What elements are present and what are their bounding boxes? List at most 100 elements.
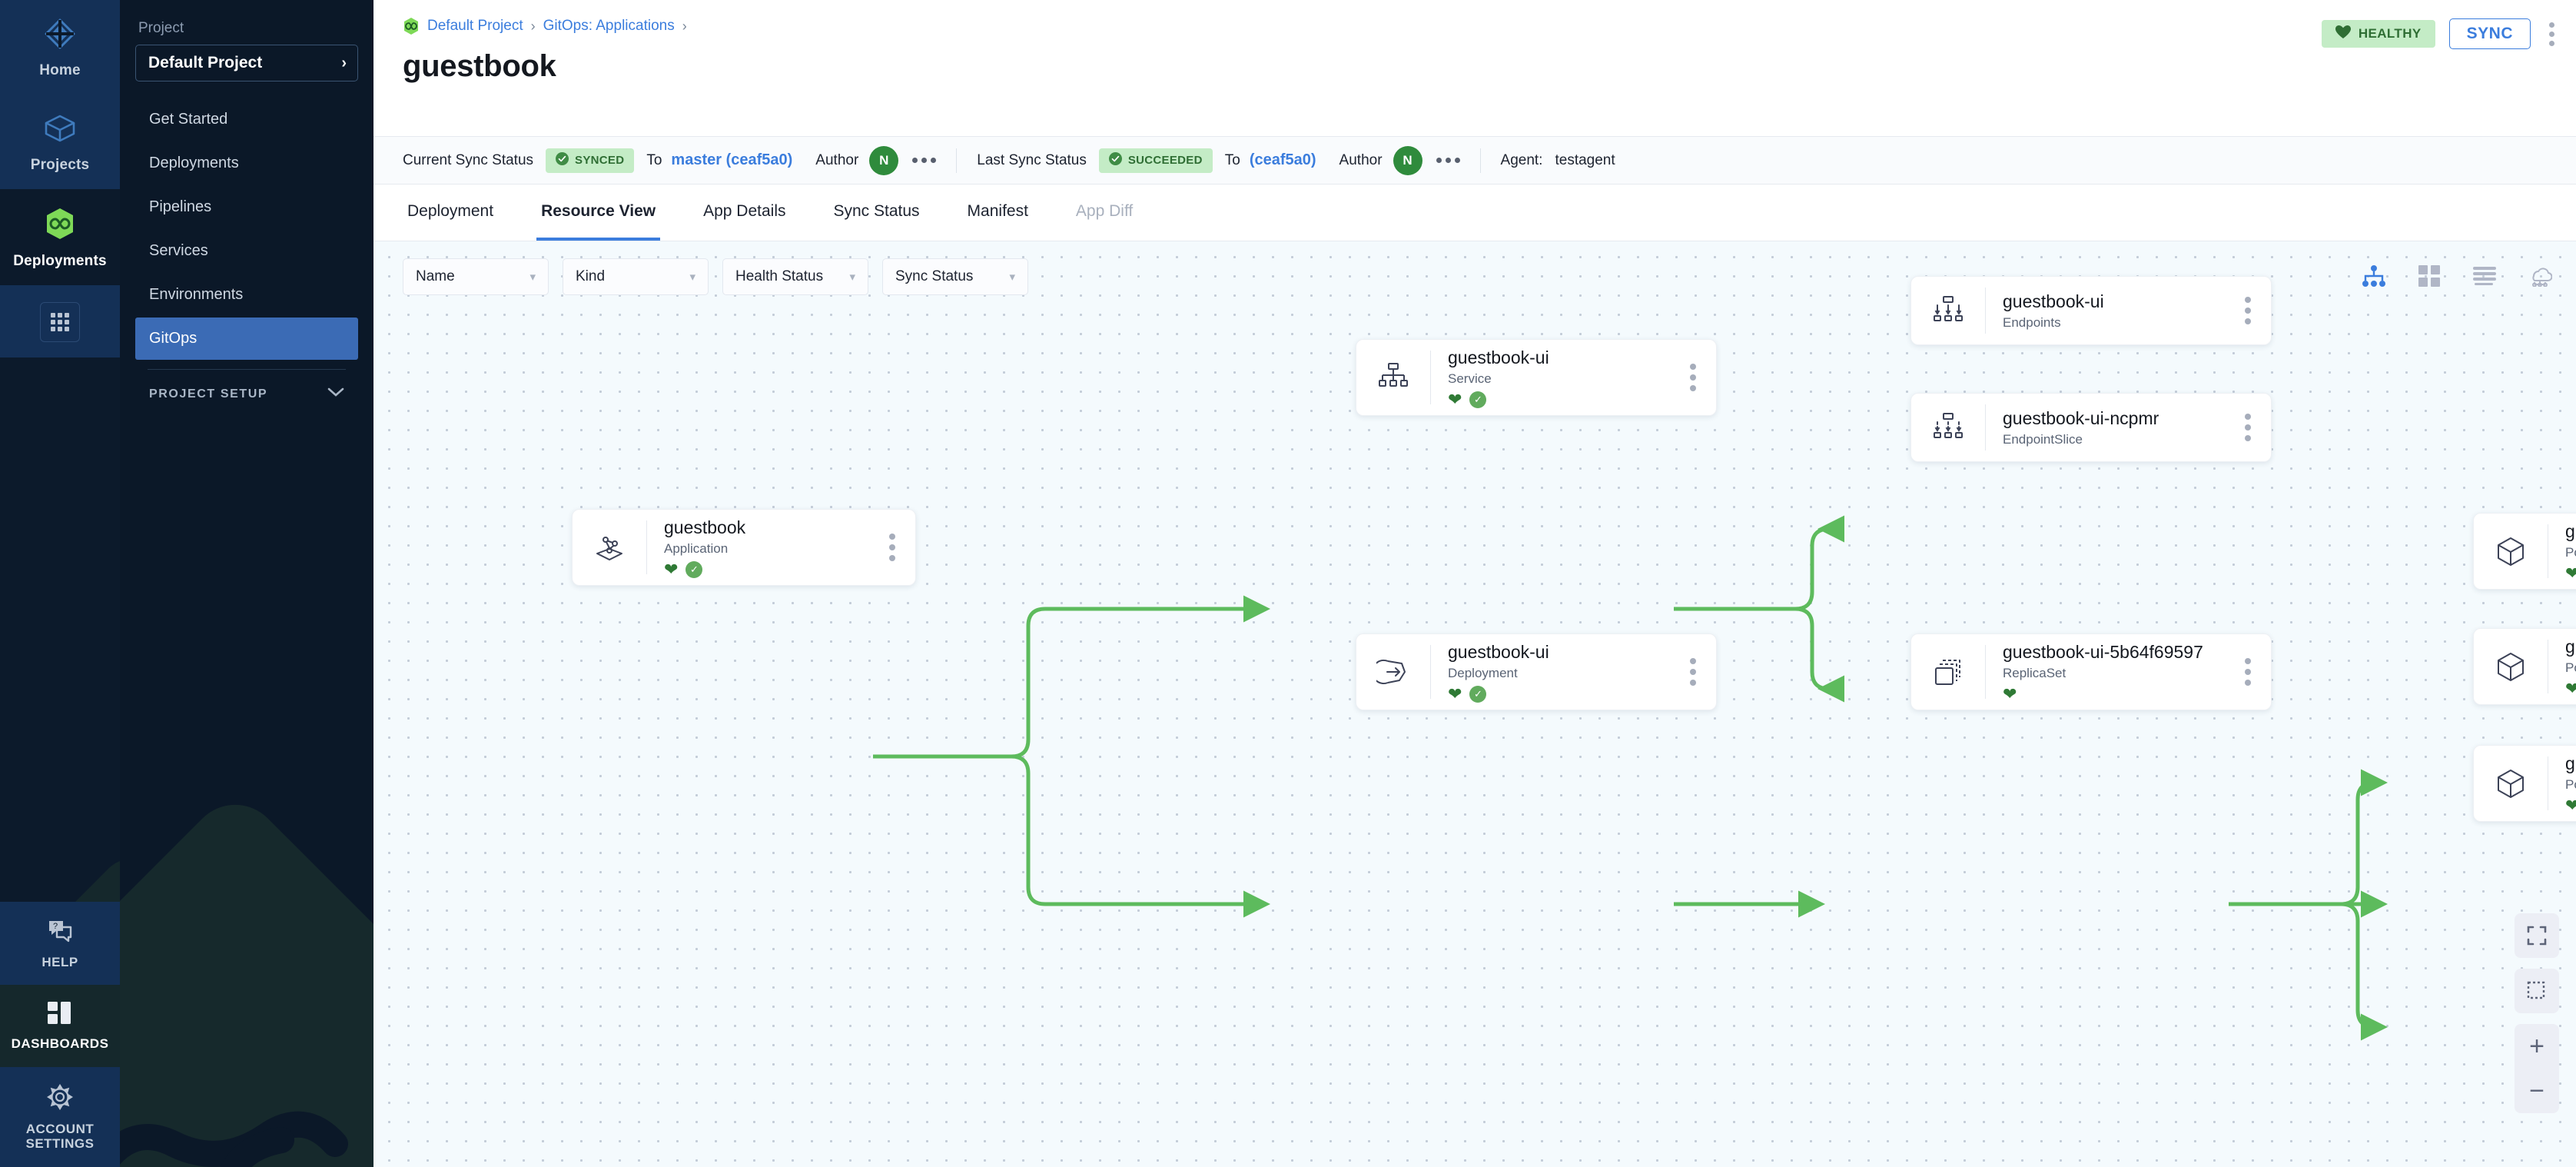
rail-item-label: Projects <box>30 156 90 173</box>
sidebar-item-get-started[interactable]: Get Started <box>135 98 358 141</box>
graph-node-pod-3[interactable]: guestbook-ui-5b64f6959… Pod ❤ <box>2473 745 2576 822</box>
node-more-menu-icon[interactable] <box>1670 364 1716 391</box>
tab-app-diff: App Diff <box>1075 201 1134 220</box>
sidebar-item-services[interactable]: Services <box>135 230 358 272</box>
breadcrumb-item-gitops-applications[interactable]: GitOps: Applications <box>543 18 675 34</box>
filter-health-status[interactable]: Health Status ▾ <box>722 258 868 295</box>
node-name: guestbook-ui <box>1448 347 1549 367</box>
filter-kind[interactable]: Kind ▾ <box>563 258 709 295</box>
current-sync-more-icon[interactable] <box>912 158 937 163</box>
node-more-menu-icon[interactable] <box>2225 658 2271 686</box>
tab-app-details[interactable]: App Details <box>703 201 786 220</box>
sidebar-item-environments[interactable]: Environments <box>135 274 358 316</box>
last-sync-status-chip: SUCCEEDED <box>1098 148 1213 173</box>
rail-item-help[interactable]: ? HELP <box>0 901 120 986</box>
current-author-avatar[interactable]: N <box>869 145 899 175</box>
sidebar-item-deployments[interactable]: Deployments <box>135 142 358 185</box>
list-view-icon[interactable] <box>2471 263 2498 289</box>
rail-item-home[interactable]: Home <box>0 0 120 95</box>
graph-node-endpointslice[interactable]: guestbook-ui-ncpmr EndpointSlice <box>1910 393 2272 462</box>
node-text: guestbook-ui Endpoints <box>1986 291 2225 331</box>
resource-graph-canvas[interactable]: Name ▾ Kind ▾ Health Status ▾ Sync Statu… <box>373 241 2576 1167</box>
node-more-menu-icon[interactable] <box>1670 658 1716 686</box>
sidebar-item-label: Get Started <box>149 111 228 128</box>
grid-view-icon[interactable] <box>2416 263 2442 289</box>
node-name: guestbook-ui-5b64f69597 <box>2003 641 2203 662</box>
node-kind: Pod <box>2565 776 2576 792</box>
breadcrumb-separator: › <box>530 18 536 34</box>
sync-button[interactable]: SYNC <box>2448 18 2531 49</box>
tab-resource-view[interactable]: Resource View <box>536 185 661 241</box>
graph-node-endpoints[interactable]: guestbook-ui Endpoints <box>1910 276 2272 345</box>
graph-node-application[interactable]: guestbook Application ❤ ✓ <box>572 509 916 586</box>
rail-item-account-settings[interactable]: ACCOUNT SETTINGS <box>0 1066 120 1167</box>
icon-rail: Home Projects Deployments <box>0 0 120 1167</box>
fit-screen-icon[interactable] <box>2515 913 2559 958</box>
network-cloud-view-icon[interactable] <box>2527 263 2553 289</box>
graph-node-service[interactable]: guestbook-ui Service ❤ ✓ <box>1356 339 1717 416</box>
zoom-out-glyph: − <box>2529 1076 2544 1105</box>
filter-label: Kind <box>576 268 606 284</box>
last-sync-status-text: SUCCEEDED <box>1127 154 1203 167</box>
rail-item-dashboards[interactable]: DASHBOARDS <box>0 985 120 1067</box>
header-more-menu-icon[interactable] <box>2544 19 2559 49</box>
node-status: ❤ ✓ <box>1448 685 1670 703</box>
node-more-menu-icon[interactable] <box>869 534 915 561</box>
zoom-out-icon[interactable]: − <box>2515 1069 2559 1113</box>
sidebar-decoration-swirl <box>120 1111 348 1167</box>
rail-item-apps[interactable] <box>0 284 120 357</box>
last-sync-more-icon[interactable] <box>1436 158 1460 163</box>
endpoints-icon <box>1911 294 1985 327</box>
synced-check-icon: ✓ <box>1469 685 1487 703</box>
last-sync-target-link[interactable]: (ceaf5a0) <box>1249 151 1316 168</box>
sidebar-section-project-setup[interactable]: PROJECT SETUP <box>135 379 358 409</box>
current-sync-status-label: Current Sync Status <box>403 151 534 168</box>
sidebar-item-gitops[interactable]: GitOps <box>135 318 358 360</box>
last-author-avatar[interactable]: N <box>1393 145 1422 175</box>
graph-node-pod-2[interactable]: guestbook-ui-5b64f6959… Pod ❤ <box>2473 628 2576 705</box>
filter-sync-status[interactable]: Sync Status ▾ <box>882 258 1028 295</box>
node-kind: Deployment <box>1448 665 1518 680</box>
page-title: guestbook <box>403 49 556 83</box>
agent-value: testagent <box>1555 151 1615 168</box>
zoom-in-icon[interactable]: + <box>2515 1024 2559 1069</box>
rail-item-deployments[interactable]: Deployments <box>0 189 120 285</box>
heart-icon: ❤ <box>2565 795 2576 815</box>
node-name: guestbook-ui-5b64f6959… <box>2565 636 2576 657</box>
rail-item-label: DASHBOARDS <box>11 1036 109 1052</box>
heart-icon: ❤ <box>664 559 679 579</box>
graph-view-icon[interactable] <box>2361 263 2387 289</box>
rail-top-items: Home Projects Deployments <box>0 0 120 357</box>
node-more-menu-icon[interactable] <box>2225 414 2271 441</box>
rail-item-projects[interactable]: Projects <box>0 94 120 189</box>
graph-node-deployment[interactable]: guestbook-ui Deployment ❤ ✓ <box>1356 633 1717 710</box>
current-sync-status-chip: SYNCED <box>546 148 635 173</box>
current-author-label: Author <box>815 151 859 168</box>
tab-sync-status[interactable]: Sync Status <box>833 201 920 220</box>
breadcrumb-item-default-project[interactable]: Default Project <box>427 18 523 34</box>
rail-bottom-items: ? HELP DASHBOARDS <box>0 901 120 1167</box>
project-label: Project <box>138 20 184 36</box>
deployment-icon <box>1356 655 1430 689</box>
breadcrumb-separator: › <box>682 18 687 34</box>
select-area-icon[interactable] <box>2515 969 2559 1013</box>
node-more-menu-icon[interactable] <box>2225 297 2271 324</box>
graph-node-replicaset[interactable]: guestbook-ui-5b64f69597 ReplicaSet ❤ <box>1910 633 2272 710</box>
node-text: guestbook-ui-5b64f6959… Pod ❤ <box>2548 521 2576 582</box>
pod-icon <box>2474 767 2548 800</box>
heart-icon: ❤ <box>2565 563 2576 583</box>
current-sync-target-link[interactable]: master (ceaf5a0) <box>671 151 793 168</box>
sidebar-item-pipelines[interactable]: Pipelines <box>135 186 358 228</box>
filter-name[interactable]: Name ▾ <box>403 258 549 295</box>
filter-label: Sync Status <box>895 268 974 284</box>
tab-deployment[interactable]: Deployment <box>407 201 494 220</box>
sidebar-divider <box>148 369 346 370</box>
node-divider <box>1985 645 1986 699</box>
sidebar-item-label: Services <box>149 242 208 259</box>
tab-manifest[interactable]: Manifest <box>967 201 1028 220</box>
node-status: ❤ <box>2565 680 2576 697</box>
graph-node-pod-1[interactable]: guestbook-ui-5b64f6959… Pod ❤ <box>2473 513 2576 590</box>
node-text: guestbook-ui-ncpmr EndpointSlice <box>1986 408 2225 447</box>
project-selector[interactable]: Default Project › <box>135 45 358 81</box>
chevron-down-icon <box>327 387 344 401</box>
